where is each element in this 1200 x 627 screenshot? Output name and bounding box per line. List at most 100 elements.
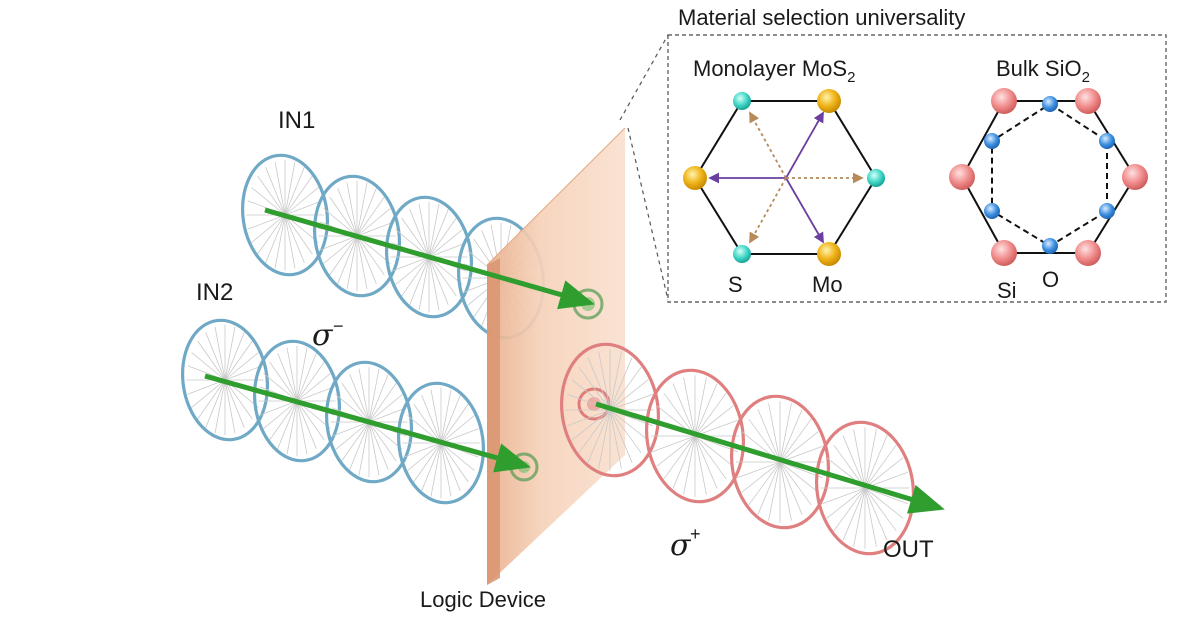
helix-spoke	[842, 435, 866, 489]
helix-spoke	[587, 409, 611, 463]
in2-beam-axis	[204, 373, 531, 473]
helix-spoke	[284, 214, 305, 263]
helix-spoke	[694, 435, 707, 495]
helix-turn	[559, 342, 661, 478]
helix-spoke	[356, 182, 368, 237]
helix-spoke	[428, 242, 467, 258]
helix-spoke	[224, 332, 245, 381]
helix-spoke	[368, 407, 407, 423]
logic-device-label: Logic Device	[420, 587, 546, 612]
helix-spoke	[609, 351, 622, 411]
helix-spoke	[224, 340, 253, 381]
helix-spoke	[428, 217, 457, 258]
helix-spoke	[694, 405, 734, 437]
helix-ring	[384, 195, 474, 319]
helix-spoke	[191, 352, 226, 381]
mo-atom	[817, 89, 841, 113]
helix-spoke	[609, 409, 642, 454]
helix-spoke	[864, 487, 904, 519]
helix-spoke	[205, 379, 226, 428]
sio2-title: Bulk SiO2	[996, 56, 1090, 86]
helix-spoke	[296, 347, 308, 402]
helix-spoke	[296, 400, 308, 455]
helix-spoke	[337, 235, 358, 284]
helix-spoke	[323, 235, 358, 264]
helix-spoke	[356, 208, 391, 237]
sio2-lattice	[949, 88, 1148, 266]
si-atom	[991, 88, 1017, 114]
helix-ring	[240, 153, 330, 277]
helix-spoke	[779, 418, 812, 463]
helix-spoke	[779, 403, 792, 463]
helix-spoke	[356, 235, 377, 284]
helix-spoke	[296, 400, 325, 441]
helix-spoke	[251, 214, 286, 243]
in1-beam-axis	[264, 207, 595, 310]
helix-spoke	[864, 487, 888, 541]
helix-spoke	[853, 487, 866, 547]
helix-spoke	[430, 442, 442, 497]
helix-spoke	[286, 400, 298, 455]
o-atom	[984, 133, 1000, 149]
helix-spoke	[356, 235, 368, 290]
helix-spoke	[440, 403, 469, 444]
helix-spoke	[395, 229, 430, 258]
helix-spoke	[609, 409, 633, 463]
mos2-title-text: Monolayer MoS	[693, 56, 847, 81]
helix-spoke	[428, 209, 449, 258]
helix-spoke	[407, 442, 442, 471]
helix-spoke	[418, 256, 430, 311]
logic-device-plate	[486, 127, 626, 585]
helix-spoke	[269, 361, 298, 402]
helix-spoke	[864, 487, 877, 547]
helix-spoke	[296, 353, 317, 402]
helix-turn	[384, 195, 474, 319]
helix-spoke	[421, 442, 442, 491]
helix-spoke	[277, 400, 298, 449]
helix-spoke	[768, 461, 781, 521]
s-atom	[867, 169, 885, 187]
helix-spoke	[694, 383, 718, 437]
helix-spoke	[768, 403, 781, 463]
helix-spoke	[779, 409, 803, 463]
helix-turn	[240, 153, 330, 277]
helix-spoke	[598, 351, 611, 411]
helix-spoke	[440, 442, 452, 497]
helix-spoke	[356, 196, 385, 237]
helix-spoke	[277, 353, 298, 402]
helix-spoke	[694, 435, 718, 489]
helix-spoke	[257, 214, 286, 255]
helix-spoke	[368, 368, 380, 423]
helix-spoke	[440, 389, 452, 444]
si-atom	[991, 240, 1017, 266]
mo-atom-label: Mo	[812, 272, 843, 297]
helix-spoke	[864, 457, 904, 489]
helix-spoke	[409, 256, 430, 305]
helix-spoke	[609, 379, 649, 411]
helix-spoke	[224, 379, 236, 434]
inset-connector-line	[627, 127, 669, 301]
inset-title: Material selection universality	[678, 5, 965, 30]
helix-spoke	[864, 487, 897, 532]
helix-spoke	[274, 214, 286, 269]
helix-spoke	[341, 382, 370, 423]
helix-spoke	[391, 256, 430, 272]
helix-spoke	[329, 235, 358, 276]
helix-spoke	[826, 487, 866, 519]
sigma-plus-label: σ +	[670, 524, 701, 563]
mos2-arrow-to-mo	[785, 111, 824, 179]
helix-spoke	[413, 442, 442, 483]
s-atom	[733, 92, 751, 110]
helix-turn	[324, 360, 414, 484]
si-atom	[949, 164, 975, 190]
helix-spoke	[578, 409, 611, 454]
helix-spoke	[694, 419, 738, 437]
helix-spoke	[694, 392, 727, 437]
helix-spoke	[428, 256, 449, 305]
helix-spoke	[401, 256, 430, 297]
helix-spoke	[571, 409, 611, 441]
helix-spoke	[368, 421, 380, 476]
helix-ring	[396, 381, 486, 505]
mo-atom	[817, 242, 841, 266]
helix-spoke	[683, 435, 696, 495]
